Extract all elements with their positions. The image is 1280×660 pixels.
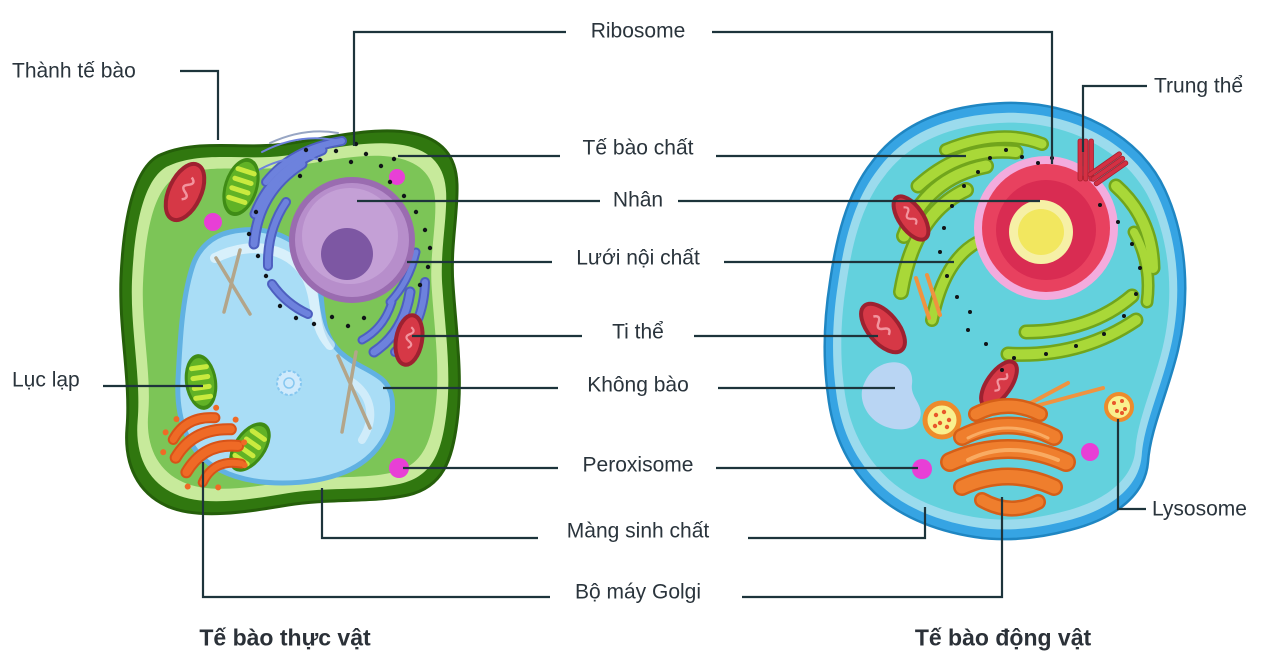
label-centrosome: Trung thể bbox=[1154, 74, 1244, 98]
label-nucleus: Nhân bbox=[612, 188, 664, 212]
plant-mitochondrion-2 bbox=[393, 313, 425, 367]
label-cell-wall: Thành tế bào bbox=[12, 59, 136, 83]
plant-nucleolus bbox=[321, 228, 373, 280]
animal-cell-illustration bbox=[823, 101, 1187, 541]
leader-ribosome-right bbox=[712, 30, 1054, 164]
label-mitochondrion: Ti thể bbox=[612, 320, 664, 344]
leader-centrosome bbox=[1081, 84, 1147, 152]
lysosome-2 bbox=[1104, 392, 1134, 422]
raphide-crystals bbox=[214, 248, 372, 434]
leader-lysosome bbox=[1116, 419, 1146, 511]
leader-golgi-right bbox=[742, 497, 1004, 599]
animal-mitochondrion-2 bbox=[859, 301, 907, 355]
leader-golgi-left bbox=[201, 462, 550, 599]
leader-membrane-left bbox=[320, 488, 538, 540]
plant-peroxisomes bbox=[204, 169, 409, 478]
leader-cell-wall bbox=[180, 69, 220, 140]
label-er: Lưới nội chất bbox=[576, 246, 700, 270]
animal-nucleus bbox=[974, 156, 1118, 300]
label-plasma-membrane: Màng sinh chất bbox=[566, 519, 710, 543]
animal-golgi bbox=[940, 398, 1076, 517]
caption-animal-cell: Tế bào động vật bbox=[914, 624, 1092, 651]
centriole-pair bbox=[1077, 138, 1129, 187]
plant-cell-illustration bbox=[119, 129, 461, 516]
leader-ribosome-left bbox=[352, 30, 566, 146]
vacuole-inclusion bbox=[276, 370, 302, 396]
label-cytoplasm: Tế bào chất bbox=[582, 136, 694, 160]
plant-vacuole bbox=[175, 227, 396, 486]
plant-ribosome-dots bbox=[246, 141, 433, 329]
plant-mitochondrion-1 bbox=[163, 161, 207, 223]
plant-nucleus bbox=[289, 177, 415, 303]
label-ribosome: Ribosome bbox=[590, 19, 686, 43]
label-lysosome: Lysosome bbox=[1152, 497, 1247, 521]
leader-membrane-right bbox=[748, 507, 927, 540]
caption-plant-cell: Tế bào thực vật bbox=[199, 624, 371, 651]
animal-peroxisomes bbox=[912, 443, 1099, 479]
animal-mitochondrion-1 bbox=[891, 194, 931, 242]
animal-vacuole bbox=[861, 362, 921, 430]
leader-lines bbox=[103, 30, 1147, 599]
label-chloroplast: Lục lạp bbox=[12, 368, 80, 392]
plant-golgi bbox=[160, 404, 248, 491]
label-peroxisome: Peroxisome bbox=[582, 453, 694, 477]
plant-er bbox=[248, 130, 430, 358]
chloroplast-1 bbox=[222, 157, 260, 217]
lysosome-1 bbox=[922, 400, 962, 440]
label-golgi: Bộ máy Golgi bbox=[574, 580, 702, 604]
chloroplast-2 bbox=[184, 354, 218, 410]
label-vacuole: Không bào bbox=[587, 373, 689, 397]
